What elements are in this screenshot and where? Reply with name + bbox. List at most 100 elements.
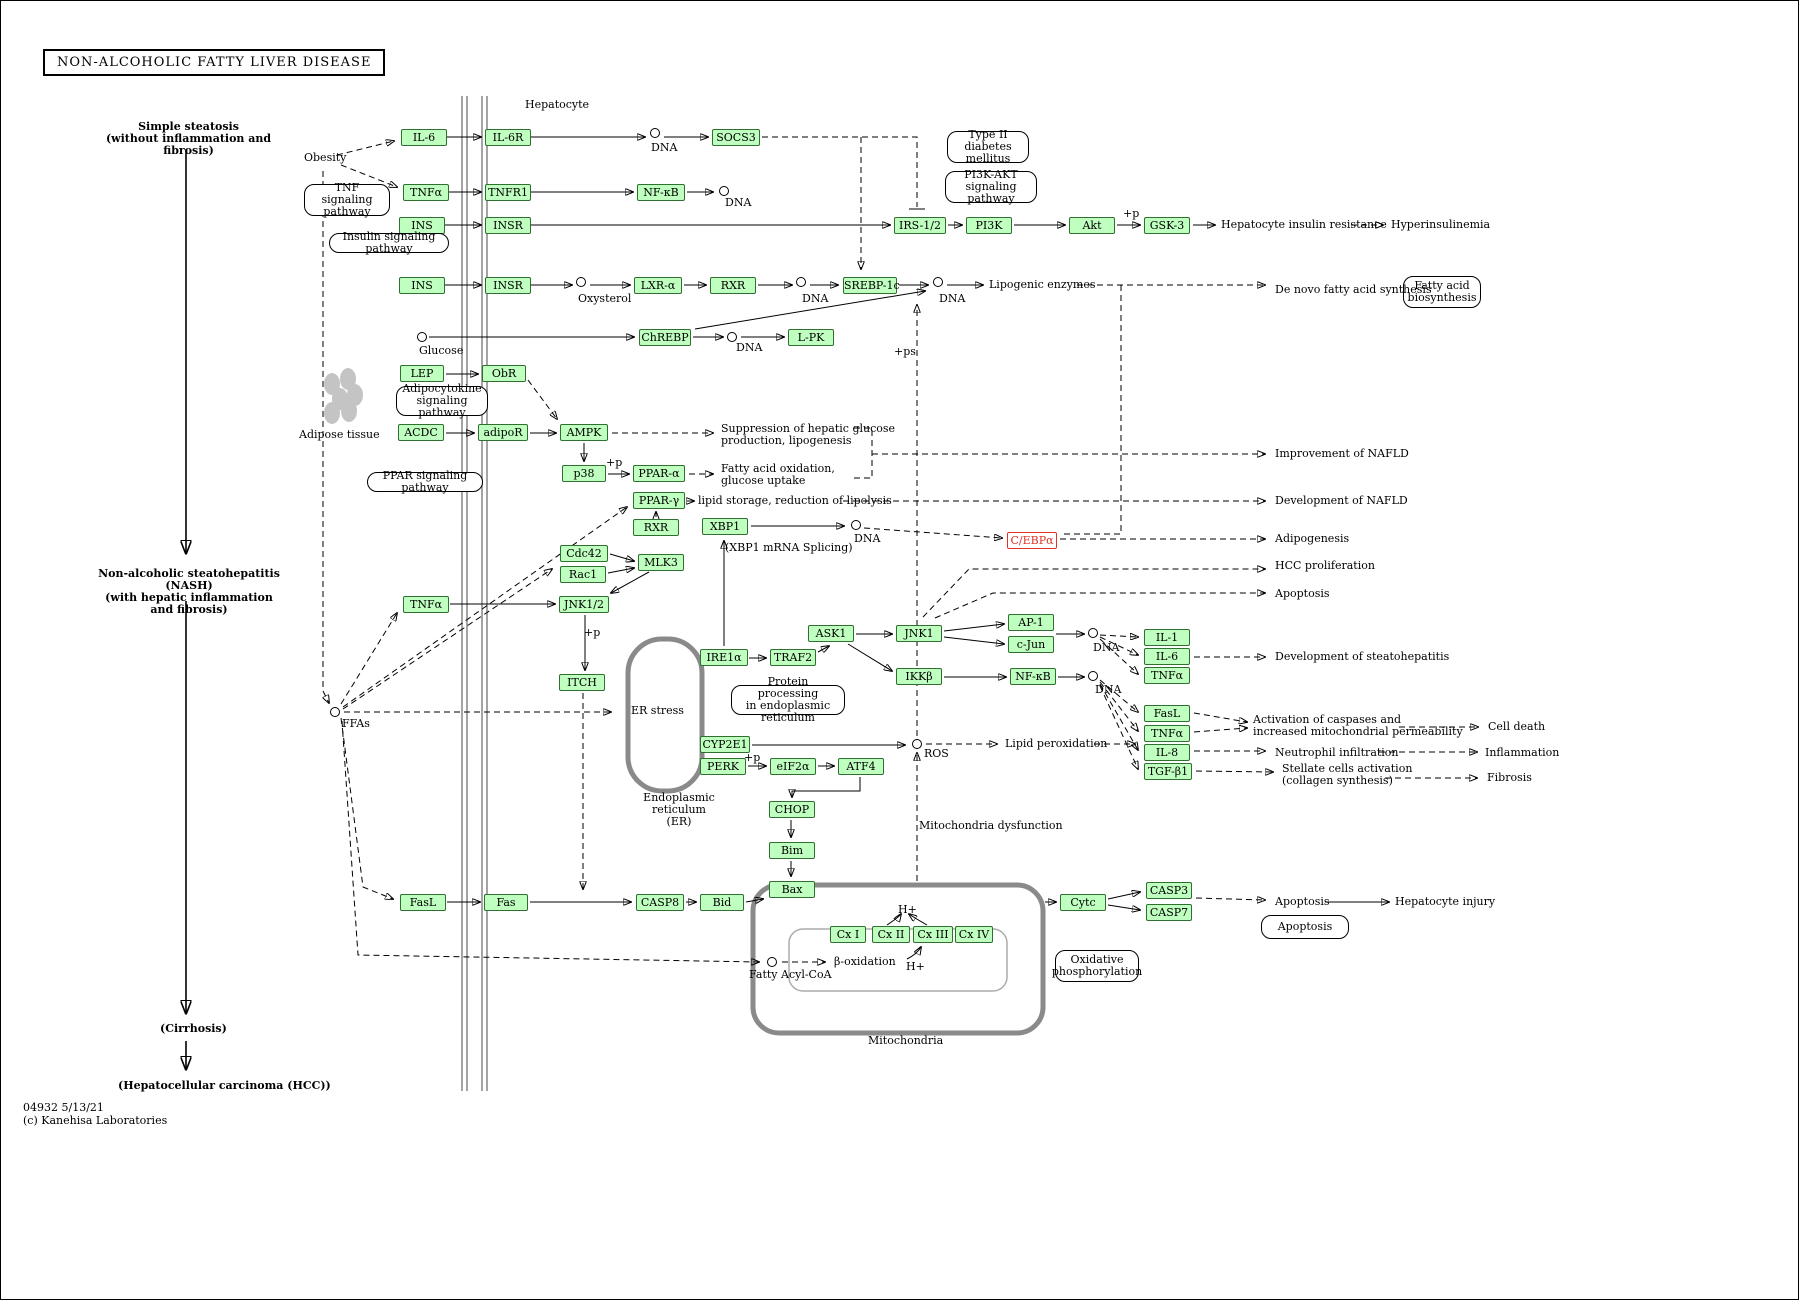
gene-node-pi3k[interactable]: PI3K: [966, 217, 1012, 234]
text-label-development-of-nafld: Development of NAFLD: [1275, 494, 1408, 507]
gene-node-adipor[interactable]: adipoR: [478, 424, 528, 441]
gene-node-casp8[interactable]: CASP8: [636, 894, 684, 911]
compound-circle[interactable]: [727, 332, 737, 342]
compound-circle[interactable]: [650, 128, 660, 138]
gene-node-gsk-3[interactable]: GSK-3: [1144, 217, 1190, 234]
gene-node-traf2[interactable]: TRAF2: [770, 649, 816, 666]
gene-node-eif2[interactable]: eIF2α: [770, 758, 816, 775]
gene-node-jnk1-2[interactable]: JNK1/2: [559, 596, 609, 613]
gene-node-cytc[interactable]: Cytc: [1060, 894, 1106, 911]
text-label-suppression-of-hepatic-glucose-productio: Suppression of hepatic glucose productio…: [721, 422, 896, 447]
compound-circle[interactable]: [417, 332, 427, 342]
compound-circle[interactable]: [1088, 671, 1098, 681]
gene-node-mlk3[interactable]: MLK3: [638, 554, 684, 571]
gene-node-srebp-1c[interactable]: SREBP-1c: [843, 277, 900, 294]
gene-node-ampk[interactable]: AMPK: [560, 424, 608, 441]
pathway-ref-apoptosis[interactable]: Apoptosis: [1261, 915, 1349, 939]
gene-node-insr[interactable]: INSR: [485, 217, 531, 234]
gene-node-c-ebp[interactable]: C/EBPα: [1007, 532, 1057, 549]
gene-node-cx-iv[interactable]: Cx IV: [955, 926, 993, 943]
gene-node-akt[interactable]: Akt: [1069, 217, 1115, 234]
text-label-adipose-tissue: Adipose tissue: [299, 428, 380, 441]
pathway-ref-fatty-acid-biosynthesis[interactable]: Fatty acid biosynthesis: [1403, 276, 1481, 308]
gene-node-il-6r[interactable]: IL-6R: [485, 129, 531, 146]
gene-node-cx-ii[interactable]: Cx II: [872, 926, 910, 943]
dashed-arrows: [323, 136, 1478, 962]
gene-node-jnk1[interactable]: JNK1: [896, 625, 942, 642]
gene-node-fas[interactable]: Fas: [484, 894, 528, 911]
compound-circle[interactable]: [576, 277, 586, 287]
gene-node-lep[interactable]: LEP: [400, 365, 444, 382]
gene-node-lxr[interactable]: LXR-α: [634, 277, 682, 294]
gene-node-p38[interactable]: p38: [562, 465, 606, 482]
gene-node-il-8[interactable]: IL-8: [1144, 744, 1190, 761]
text-label-improvement-of-nafld: Improvement of NAFLD: [1275, 447, 1409, 460]
gene-node-perk[interactable]: PERK: [700, 758, 746, 775]
gene-node-socs3[interactable]: SOCS3: [712, 129, 760, 146]
gene-node-tnf[interactable]: TNFα: [1144, 725, 1190, 742]
compound-circle[interactable]: [767, 957, 777, 967]
compound-circle[interactable]: [851, 520, 861, 530]
gene-node-tgf-1[interactable]: TGF-β1: [1144, 763, 1192, 780]
gene-node-bax[interactable]: Bax: [769, 881, 815, 898]
text-label-hepatocyte-injury: Hepatocyte injury: [1395, 895, 1496, 908]
compound-circle[interactable]: [796, 277, 806, 287]
compound-circle[interactable]: [1088, 628, 1098, 638]
gene-node-ppar[interactable]: PPAR-γ: [633, 492, 685, 509]
gene-node-cdc42[interactable]: Cdc42: [560, 545, 608, 562]
text-label-dna: DNA: [1095, 683, 1122, 696]
gene-node-rac1[interactable]: Rac1: [560, 566, 606, 583]
text-label-de-novo-fatty-acid-synthesis: De novo fatty acid synthesis: [1275, 283, 1432, 296]
pathway-ref-ppar-signaling-pathway[interactable]: PPAR signaling pathway: [367, 470, 483, 494]
gene-node-nf-b[interactable]: NF-κB: [637, 184, 685, 201]
gene-node-chop[interactable]: CHOP: [769, 801, 815, 818]
gene-node-ins[interactable]: INS: [399, 277, 445, 294]
gene-node-cx-i[interactable]: Cx I: [830, 926, 866, 943]
gene-node-fasl[interactable]: FasL: [400, 894, 446, 911]
gene-node-bim[interactable]: Bim: [769, 842, 815, 859]
gene-node-rxr[interactable]: RXR: [710, 277, 756, 294]
gene-node-cyp2e1[interactable]: CYP2E1: [700, 736, 750, 753]
pathway-ref-oxidative-phosphorylation[interactable]: Oxidative phosphorylation: [1052, 950, 1142, 982]
gene-node-irs-1-2[interactable]: IRS-1/2: [894, 217, 946, 234]
compound-circle[interactable]: [330, 707, 340, 717]
gene-node-il-6[interactable]: IL-6: [401, 129, 447, 146]
pathway-ref-protein-processing-in-endoplasmic-reticu[interactable]: Protein processing in endoplasmic reticu…: [731, 676, 845, 724]
gene-node-l-pk[interactable]: L-PK: [788, 329, 834, 346]
gene-node-itch[interactable]: ITCH: [559, 674, 605, 691]
gene-node-ask1[interactable]: ASK1: [808, 625, 854, 642]
gene-node-il-1[interactable]: IL-1: [1144, 629, 1190, 646]
gene-node-xbp1[interactable]: XBP1: [702, 518, 748, 535]
gene-node-bid[interactable]: Bid: [700, 894, 744, 911]
compound-circle[interactable]: [933, 277, 943, 287]
gene-node-ikk[interactable]: IKKβ: [896, 668, 942, 685]
text-label-hcc-proliferation: HCC proliferation: [1275, 559, 1375, 572]
gene-node-tnfr1[interactable]: TNFR1: [485, 184, 531, 201]
gene-node-cx-iii[interactable]: Cx III: [913, 926, 953, 943]
pathway-ref-adipocytokine-signaling-pathway[interactable]: Adipocytokine signaling pathway: [396, 383, 488, 419]
gene-node-casp7[interactable]: CASP7: [1146, 904, 1192, 921]
gene-node-atf4[interactable]: ATF4: [838, 758, 884, 775]
gene-node-ap-1[interactable]: AP-1: [1008, 614, 1054, 631]
gene-node-ire1[interactable]: IRE1α: [700, 649, 748, 666]
compound-circle[interactable]: [719, 186, 729, 196]
pathway-ref-tnf-signaling-pathway[interactable]: TNF signaling pathway: [304, 182, 390, 218]
gene-node-nf-b[interactable]: NF-κB: [1010, 668, 1056, 685]
gene-node-il-6[interactable]: IL-6: [1144, 648, 1190, 665]
gene-node-obr[interactable]: ObR: [482, 365, 526, 382]
compound-circle[interactable]: [912, 739, 922, 749]
gene-node-casp3[interactable]: CASP3: [1146, 882, 1192, 899]
gene-node-c-jun[interactable]: c-Jun: [1008, 636, 1054, 653]
gene-node-ppar[interactable]: PPAR-α: [633, 465, 685, 482]
pathway-ref-insulin-signaling-pathway[interactable]: Insulin signaling pathway: [329, 231, 449, 255]
gene-node-tnf[interactable]: TNFα: [403, 184, 449, 201]
gene-node-fasl[interactable]: FasL: [1144, 705, 1190, 722]
gene-node-tnf[interactable]: TNFα: [1144, 667, 1190, 684]
gene-node-chrebp[interactable]: ChREBP: [639, 329, 691, 346]
gene-node-tnf[interactable]: TNFα: [403, 596, 449, 613]
gene-node-rxr[interactable]: RXR: [633, 519, 679, 536]
gene-node-insr[interactable]: INSR: [485, 277, 531, 294]
pathway-ref-type-ii-diabetes-mellitus[interactable]: Type II diabetes mellitus: [947, 129, 1029, 165]
gene-node-acdc[interactable]: ACDC: [398, 424, 444, 441]
pathway-ref-pi3k-akt-signaling-pathway[interactable]: PI3K-AKT signaling pathway: [945, 169, 1037, 205]
